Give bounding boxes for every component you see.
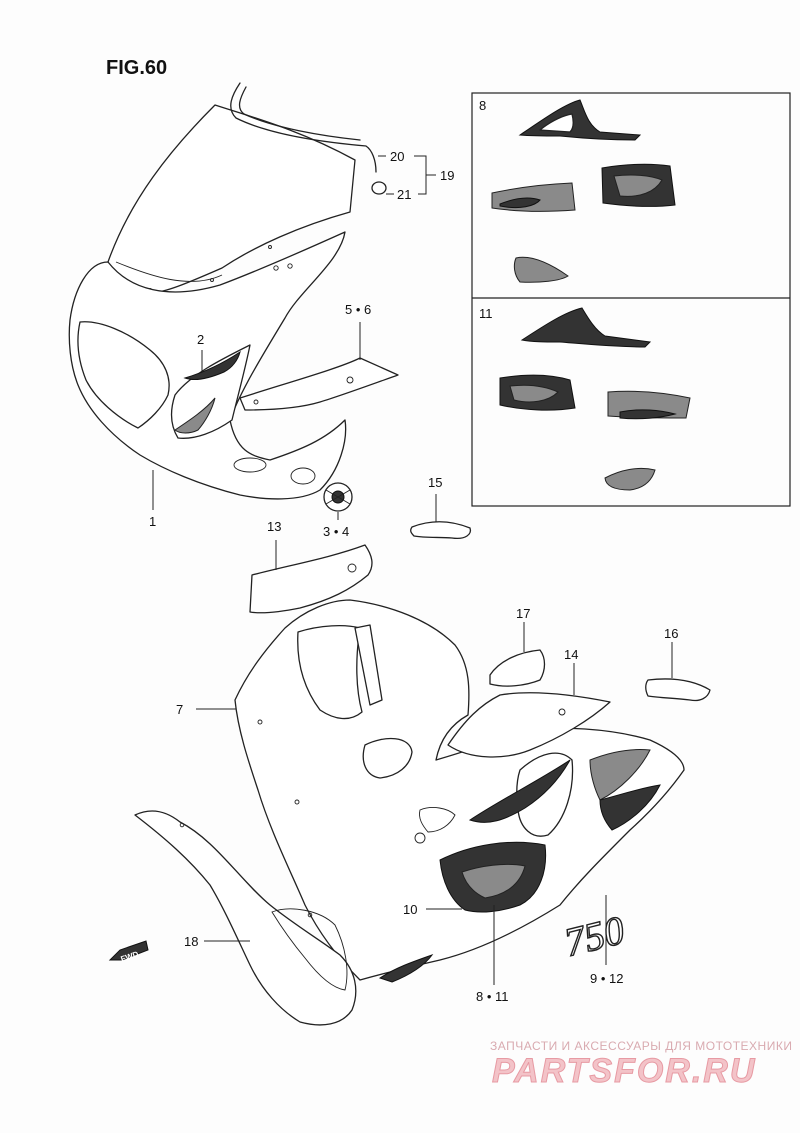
inner-panel-part-14: [447, 692, 611, 758]
callout-13: 13: [267, 519, 281, 534]
callout-11-inset: 11: [479, 306, 493, 321]
callout-15: 15: [428, 475, 442, 490]
side-cowling-part-7: 750: [234, 599, 685, 983]
callout-16: 16: [664, 626, 678, 641]
cover-part-16: [645, 678, 711, 702]
callout-labels: 1 2 3 • 4 5 • 6 7 8 8 • 11 9 • 12 10 11 …: [149, 98, 678, 1004]
decal-inset-box: [471, 92, 791, 507]
callout-7: 7: [176, 702, 183, 717]
callout-3-4: 3 • 4: [323, 524, 349, 539]
inset-frame: [471, 92, 791, 507]
small-cover-part-15: [410, 521, 472, 540]
fwd-direction-marker: FWD: [108, 940, 149, 964]
callout-20: 20: [390, 149, 404, 164]
watermark-tagline: ЗАПЧАСТИ И АКСЕССУАРЫ ДЛЯ МОТОТЕХНИКИ: [490, 1039, 792, 1053]
under-cowling-part-18: [134, 810, 357, 1026]
leader-lines: [152, 155, 673, 985]
callout-5-6: 5 • 6: [345, 302, 371, 317]
figure-title: FIG.60: [106, 57, 167, 79]
callout-10: 10: [403, 902, 417, 917]
duct-cover-part-13: [249, 544, 373, 614]
watermark: ЗАПЧАСТИ И АКСЕССУАРЫ ДЛЯ МОТОТЕХНИКИ PA…: [490, 1039, 792, 1091]
callout-2: 2: [197, 332, 204, 347]
inner-panel-part-5-6: [239, 357, 399, 411]
callout-14: 14: [564, 647, 578, 662]
model-number-decal: 750: [560, 907, 629, 965]
callout-8-inset: 8: [479, 98, 486, 113]
grommet-part-3-4: [323, 482, 353, 512]
callout-9-12: 9 • 12: [590, 971, 623, 986]
callout-21: 21: [397, 187, 411, 202]
pad-part-17: [489, 649, 546, 687]
callout-17: 17: [516, 606, 530, 621]
callout-8-11: 8 • 11: [476, 989, 509, 1004]
callout-18: 18: [184, 934, 198, 949]
callout-19: 19: [440, 168, 454, 183]
watermark-brand: PARTSFOR.RU: [492, 1052, 756, 1090]
callout-1: 1: [149, 514, 156, 529]
upper-cowling-part-1: [68, 82, 387, 500]
